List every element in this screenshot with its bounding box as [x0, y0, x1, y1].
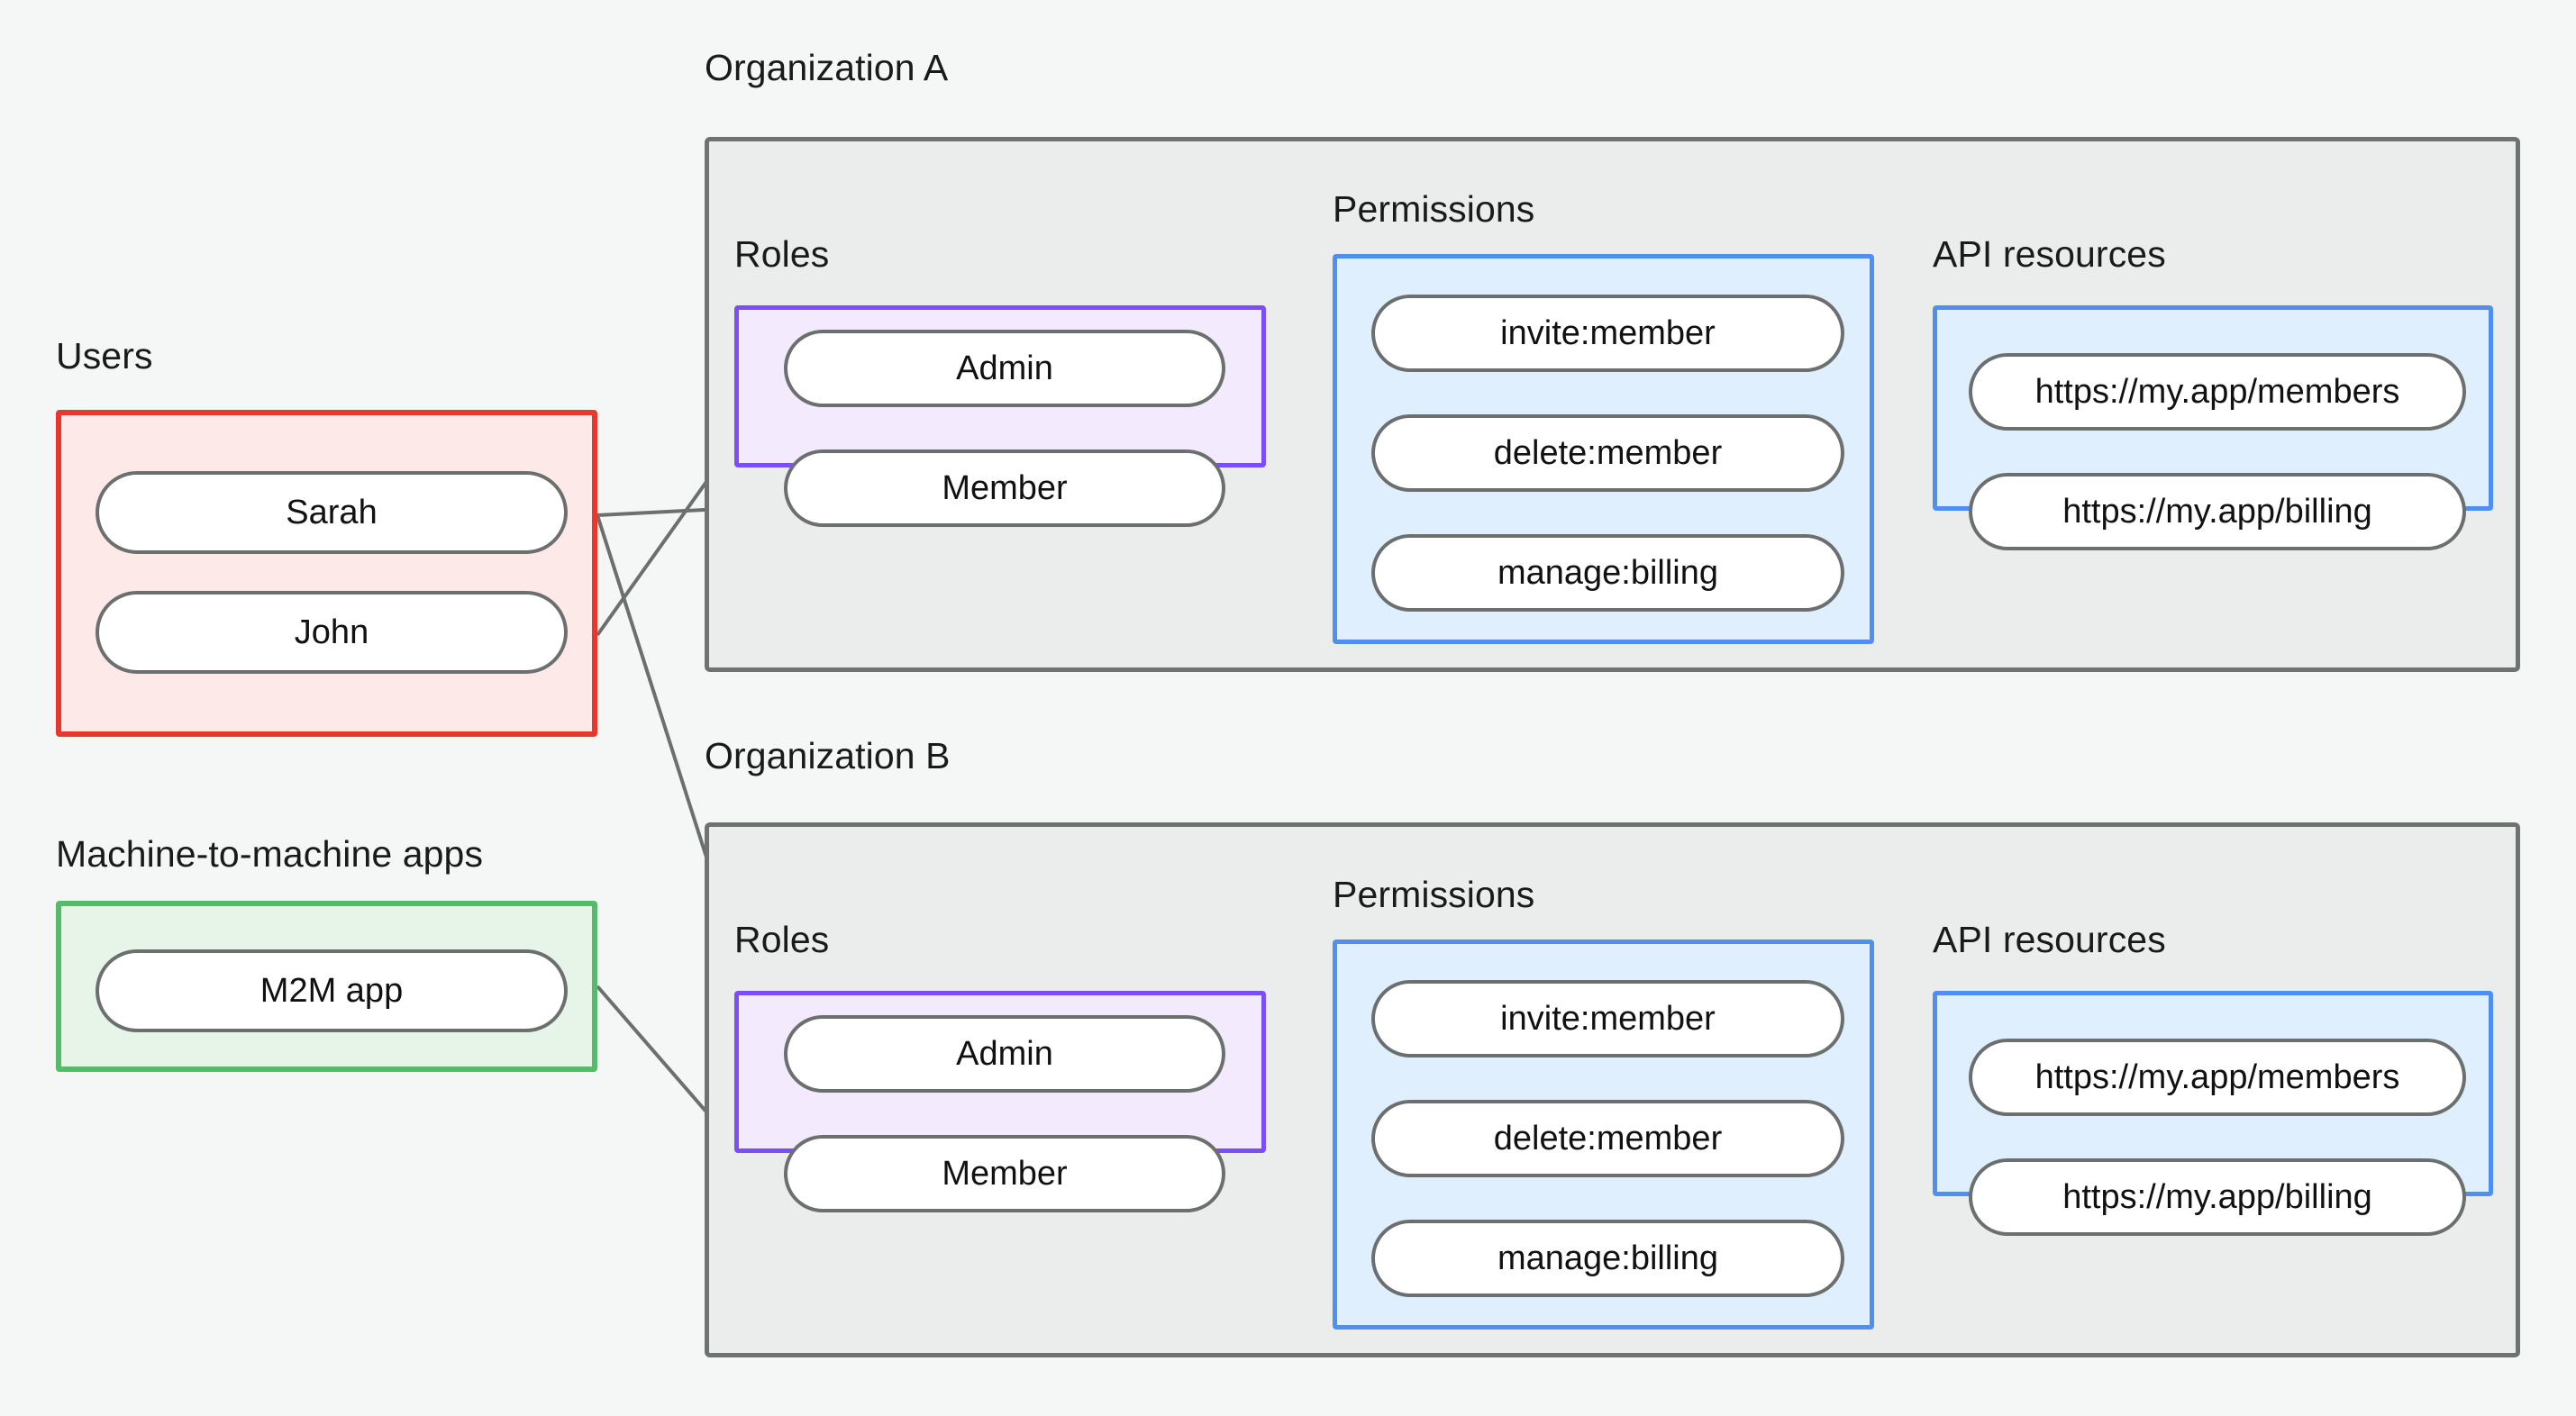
org-a-role-pill-admin[interactable]: Admin	[784, 330, 1225, 407]
users-group-label: Users	[56, 335, 153, 377]
org-a-permissions-label: Permissions	[1333, 188, 1535, 230]
org-b-permission-pill-delete-member[interactable]: delete:member	[1371, 1100, 1844, 1177]
org-b-permission-pill-invite-member[interactable]: invite:member	[1371, 980, 1844, 1057]
users-group: Sarah John	[56, 410, 597, 737]
org-a-permission-pill-delete-member[interactable]: delete:member	[1371, 414, 1844, 492]
m2m-pill-app[interactable]: M2M app	[96, 949, 568, 1032]
m2m-group-label: Machine-to-machine apps	[56, 833, 484, 875]
user-pill-john[interactable]: John	[96, 591, 568, 674]
org-a-permission-pill-manage-billing[interactable]: manage:billing	[1371, 534, 1844, 612]
m2m-group: M2M app	[56, 901, 597, 1072]
organization-a-container: Roles Admin Member Permissions invite:me…	[705, 137, 2520, 672]
org-b-api-resources-label: API resources	[1933, 919, 2166, 960]
org-a-api-resource-pill-billing[interactable]: https://my.app/billing	[1969, 473, 2466, 550]
org-b-permissions-label: Permissions	[1333, 874, 1535, 915]
org-a-role-pill-member[interactable]: Member	[784, 449, 1225, 527]
org-b-role-pill-member[interactable]: Member	[784, 1135, 1225, 1212]
org-b-role-pill-admin[interactable]: Admin	[784, 1015, 1225, 1093]
org-a-api-resource-pill-members[interactable]: https://my.app/members	[1969, 353, 2466, 431]
org-b-roles-label: Roles	[734, 919, 830, 960]
organization-b-label: Organization B	[705, 735, 951, 776]
org-b-api-resources-group: https://my.app/members https://my.app/bi…	[1933, 991, 2493, 1236]
org-b-permissions-group: invite:member delete:member manage:billi…	[1333, 939, 1874, 1330]
org-a-permissions-group: invite:member delete:member manage:billi…	[1333, 254, 1874, 644]
org-b-permission-pill-manage-billing[interactable]: manage:billing	[1371, 1220, 1844, 1297]
org-b-roles-group: Admin Member	[734, 991, 1266, 1212]
organization-b-container: Roles Admin Member Permissions invite:me…	[705, 822, 2520, 1357]
org-a-roles-group: Admin Member	[734, 305, 1266, 527]
user-pill-sarah[interactable]: Sarah	[96, 471, 568, 554]
org-a-roles-label: Roles	[734, 233, 830, 275]
organization-a-label: Organization A	[705, 47, 949, 88]
org-b-api-resource-pill-members[interactable]: https://my.app/members	[1969, 1039, 2466, 1116]
org-a-api-resources-label: API resources	[1933, 233, 2166, 275]
org-b-api-resource-pill-billing[interactable]: https://my.app/billing	[1969, 1158, 2466, 1236]
org-a-api-resources-group: https://my.app/members https://my.app/bi…	[1933, 305, 2493, 550]
org-a-permission-pill-invite-member[interactable]: invite:member	[1371, 295, 1844, 372]
